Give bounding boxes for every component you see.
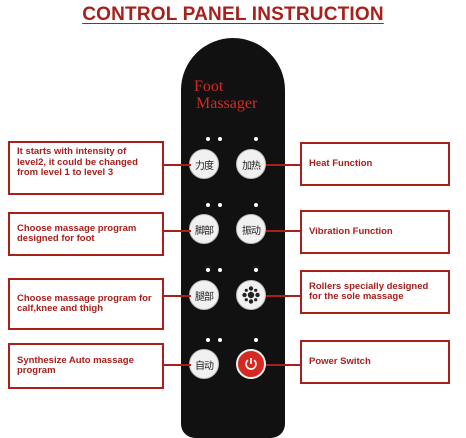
brand-line-1: Foot [194,78,224,95]
brand-line-2: Massager [196,95,258,112]
indicator-light [206,203,210,207]
vibration-glyph: 振动 [242,225,261,237]
label-foot-program: Choose massage program designed for foot [8,212,164,256]
vibration-button[interactable]: 振动 [236,214,266,244]
indicator-light [254,137,258,141]
indicator-light [254,268,258,272]
foot-program-button[interactable]: 脚部 [189,214,219,244]
indicator-light [254,203,258,207]
label-calf-program: Choose massage program for calf,knee and… [8,278,164,330]
connector-auto-program [164,364,191,366]
label-auto-program: Synthesize Auto massage program [8,343,164,389]
indicator-light [254,338,258,342]
indicator-light [218,338,222,342]
label-heat: Heat Function [300,142,450,186]
auto-button[interactable]: 自动 [189,349,219,379]
remote-brand: Foot Massager [194,78,284,112]
power-icon [245,358,257,370]
indicator-light [218,137,222,141]
intensity-glyph: 力度 [195,160,214,172]
connector-heat [266,164,300,166]
indicator-light [206,338,210,342]
heat-button[interactable]: 加热 [236,149,266,179]
foot-program-glyph: 脚部 [195,225,214,237]
connector-rollers [266,295,300,297]
connector-intensity [164,164,191,166]
indicator-light [218,203,222,207]
intensity-button[interactable]: 力度 [189,149,219,179]
label-intensity: It starts with intensity of level2, it c… [8,141,164,195]
heat-glyph: 加热 [242,160,261,172]
label-power: Power Switch [300,340,450,384]
connector-foot-program [164,230,191,232]
calf-program-glyph: 腿部 [195,291,214,303]
indicator-light [206,137,210,141]
indicator-light [206,268,210,272]
label-rollers: Rollers specially designed for the sole … [300,270,450,314]
diagram-title: CONTROL PANEL INSTRUCTION [82,4,384,25]
connector-vibration [266,230,300,232]
power-button[interactable] [236,349,266,379]
auto-glyph: 自动 [195,360,214,372]
connector-calf-program [164,295,191,297]
calf-program-button[interactable]: 腿部 [189,280,219,310]
label-vibration: Vibration Function [300,210,450,254]
rollers-button[interactable] [236,280,266,310]
connector-power [266,364,300,366]
indicator-light [218,268,222,272]
rollers-icon [242,286,260,304]
